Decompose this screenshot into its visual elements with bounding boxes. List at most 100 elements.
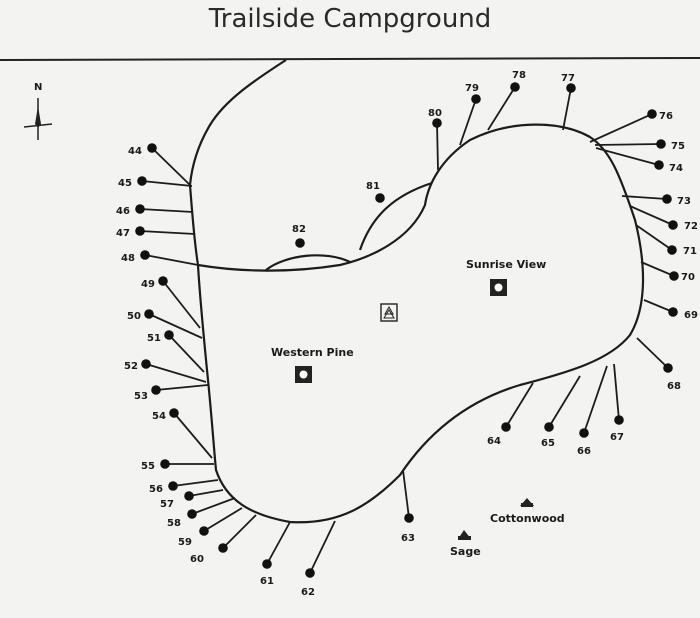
site-spur-74: [595, 147, 660, 166]
campsite-label-77: 77: [561, 73, 575, 84]
campsite-label-56: 56: [149, 484, 163, 495]
campsite-marker-78[interactable]: [510, 82, 520, 92]
campsite-marker-64[interactable]: [501, 422, 511, 432]
campsite-marker-48[interactable]: [140, 250, 150, 260]
campsite-label-54: 54: [152, 411, 166, 422]
campsite-marker-50[interactable]: [144, 309, 154, 319]
campsite-marker-53[interactable]: [151, 385, 161, 395]
campsite-marker-79[interactable]: [471, 94, 481, 104]
roads: [188, 59, 645, 524]
site-spur-44: [151, 147, 191, 186]
campsite-label-59: 59: [178, 537, 192, 548]
site-spur-58: [191, 497, 236, 515]
campsite-marker-60[interactable]: [218, 543, 228, 553]
campsite-marker-67[interactable]: [614, 415, 624, 425]
campsite-marker-72[interactable]: [668, 220, 678, 230]
site-spur-48: [144, 254, 199, 266]
campsite-marker-70[interactable]: [669, 271, 679, 281]
site-spur-52: [145, 363, 207, 383]
campsite-label-79: 79: [465, 83, 479, 94]
campsite-label-66: 66: [577, 446, 591, 457]
campsite-marker-56[interactable]: [168, 481, 178, 491]
site-spur-50: [148, 313, 203, 339]
site-spur-64: [505, 382, 534, 428]
site-spurs: [139, 86, 675, 574]
campsite-marker-65[interactable]: [544, 422, 554, 432]
site-spur-59: [203, 507, 243, 532]
campsite-marker-75[interactable]: [656, 139, 666, 149]
campsite-marker-52[interactable]: [141, 359, 151, 369]
campsite-label-52: 52: [124, 361, 138, 372]
site-spur-67: [613, 363, 620, 421]
campsite-label-62: 62: [301, 587, 315, 598]
campsite-marker-76[interactable]: [647, 109, 657, 119]
site-spur-80: [436, 122, 439, 171]
campsite-label-58: 58: [167, 518, 181, 529]
site-spur-66: [583, 365, 608, 434]
campsite-label-46: 46: [116, 206, 130, 217]
campsite-marker-80[interactable]: [432, 118, 442, 128]
campsite-label-60: 60: [190, 554, 204, 565]
entrance-road: [188, 59, 287, 186]
campsite-marker-44[interactable]: [147, 143, 157, 153]
campsite-marker-62[interactable]: [305, 568, 315, 578]
campsite-marker-49[interactable]: [158, 276, 168, 286]
campsite-marker-57[interactable]: [184, 491, 194, 501]
campsite-marker-54[interactable]: [169, 408, 179, 418]
area-label-cottonwood: Cottonwood: [490, 512, 565, 525]
campsite-label-57: 57: [160, 499, 174, 510]
campsite-marker-71[interactable]: [667, 245, 677, 255]
site-spur-51: [168, 334, 205, 373]
site-spur-71: [635, 224, 673, 251]
campsite-marker-45[interactable]: [137, 176, 147, 186]
campsite-marker-47[interactable]: [135, 226, 145, 236]
site-spur-69: [643, 299, 674, 313]
campsite-label-73: 73: [677, 196, 691, 207]
site-spur-45: [141, 180, 193, 187]
site-spur-53: [155, 384, 209, 391]
campsite-label-55: 55: [141, 461, 155, 472]
western-star-icon: [295, 366, 312, 383]
campsite-label-50: 50: [127, 311, 141, 322]
campsite-label-51: 51: [147, 333, 161, 344]
connector-road-81: [358, 181, 433, 251]
campsite-marker-63[interactable]: [404, 513, 414, 523]
campsite-label-69: 69: [684, 310, 698, 321]
campsite-marker-51[interactable]: [164, 330, 174, 340]
campsite-marker-66[interactable]: [579, 428, 589, 438]
campsite-marker-46[interactable]: [135, 204, 145, 214]
campsite-marker-82[interactable]: [295, 238, 305, 248]
site-spur-60: [222, 514, 257, 549]
campsite-marker-77[interactable]: [566, 83, 576, 93]
campsite-label-72: 72: [684, 221, 698, 232]
campsite-marker-59[interactable]: [199, 526, 209, 536]
site-spur-46: [139, 208, 194, 213]
site-spur-72: [629, 205, 674, 226]
campsite-marker-81[interactable]: [375, 193, 385, 203]
cottonwood-cabin-base: [521, 503, 533, 507]
campsite-label-48: 48: [121, 253, 135, 264]
main-loop-road: [188, 123, 645, 524]
campsite-marker-61[interactable]: [262, 559, 272, 569]
campsite-label-67: 67: [610, 432, 624, 443]
campsite-marker-73[interactable]: [662, 194, 672, 204]
campsite-marker-68[interactable]: [663, 363, 673, 373]
campsite-label-78: 78: [512, 70, 526, 81]
campsite-label-75: 75: [671, 141, 685, 152]
site-spur-54: [173, 412, 213, 459]
campsite-marker-55[interactable]: [160, 459, 170, 469]
compass: N: [23, 82, 53, 140]
compass-label: N: [34, 82, 42, 93]
campsite-label-70: 70: [681, 272, 695, 283]
site-spur-61: [266, 521, 291, 565]
campsite-marker-69[interactable]: [668, 307, 678, 317]
campsite-label-82: 82: [292, 224, 306, 235]
campsite-label-81: 81: [366, 181, 380, 192]
area-label-western: Western Pine: [271, 346, 354, 359]
campsite-marker-58[interactable]: [187, 509, 197, 519]
campsite-label-76: 76: [659, 111, 673, 122]
campsite-label-64: 64: [487, 436, 501, 447]
site-spur-73: [621, 195, 668, 200]
campsite-marker-74[interactable]: [654, 160, 664, 170]
